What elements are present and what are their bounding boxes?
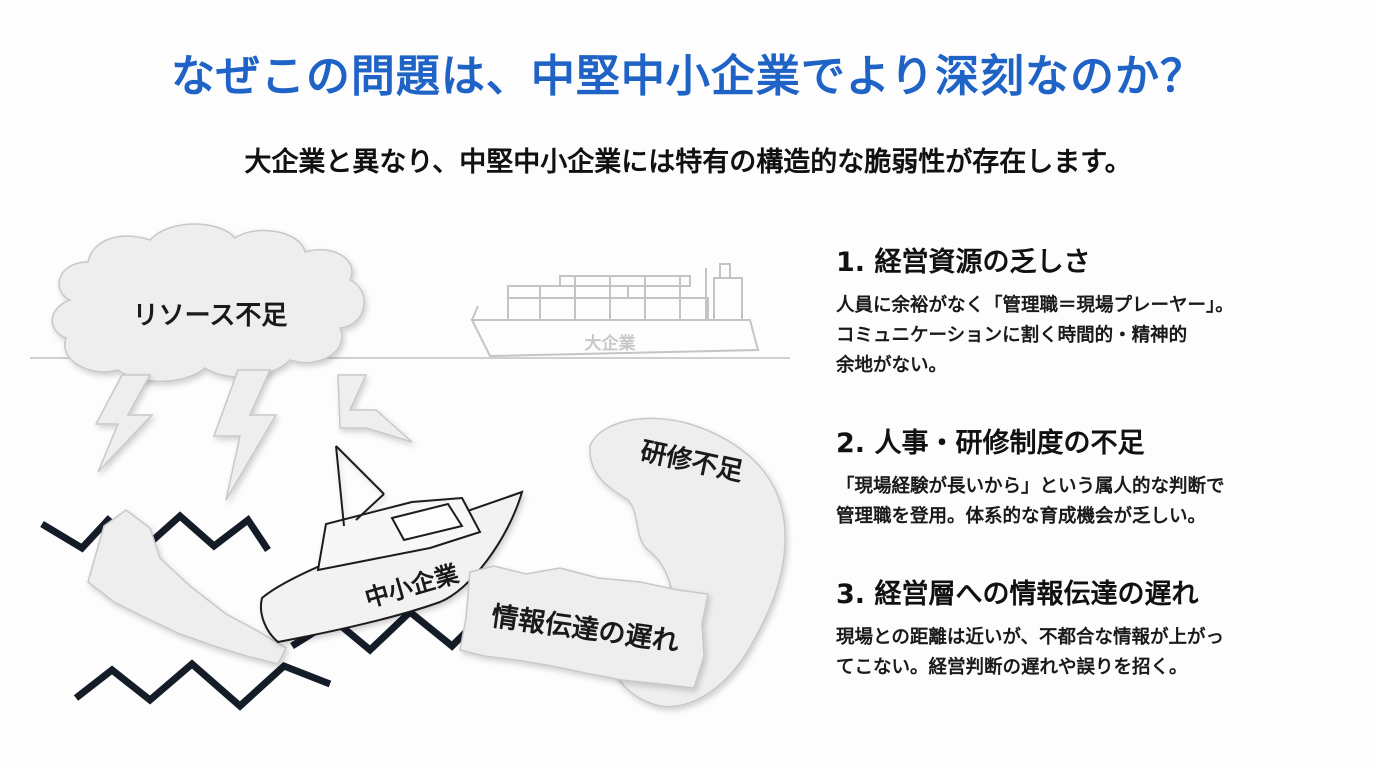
page-title: なぜこの問題は、中堅中小企業でより深刻なのか？ xyxy=(170,51,1206,102)
small-boat xyxy=(260,445,524,644)
large-ship-label: 大企業 xyxy=(585,333,636,354)
point-heading: 1. 経営資源の乏しさ xyxy=(836,247,1091,278)
point-body: 人員に余裕がなく「管理職＝現場プレーヤー」。 コミュニケーションに割く時間的・精… xyxy=(836,295,1234,376)
page-subtitle: 大企業と異なり、中堅中小企業には特有の構造的な脆弱性が存在します。 xyxy=(244,147,1132,178)
point-hr-training: 2. 人事・研修制度の不足 「現場経験が長いから」という属人的な判断で 管理職を… xyxy=(836,421,1356,532)
storm-cloud xyxy=(51,223,365,383)
large-ship xyxy=(470,263,760,358)
point-body: 「現場経験が長いから」という属人的な判断で 管理職を登用。体系的な育成機会が乏し… xyxy=(836,476,1225,527)
key-points: 1. 経営資源の乏しさ 人員に余裕がなく「管理職＝現場プレーヤー」。 コミュニケ… xyxy=(836,240,1356,723)
point-body: 現場との距離は近いが、不都合な情報が上がっ てこない。経営判断の遅れや誤りを招く… xyxy=(836,627,1224,678)
info-delay-note xyxy=(459,565,709,689)
lightning-bolts xyxy=(94,369,413,501)
storm-illustration: 大企業 リソース不足 研修不足 中小企業 情報伝達の遅れ xyxy=(30,223,790,711)
point-heading: 3. 経営層への情報伝達の遅れ xyxy=(836,579,1199,610)
cloud-label: リソース不足 xyxy=(133,301,288,331)
point-resources: 1. 経営資源の乏しさ 人員に余裕がなく「管理職＝現場プレーヤー」。 コミュニケ… xyxy=(836,240,1356,381)
torn-paper-scrap xyxy=(87,509,287,665)
point-heading: 2. 人事・研修制度の不足 xyxy=(836,428,1145,459)
point-info-delay: 3. 経営層への情報伝達の遅れ 現場との距離は近いが、不都合な情報が上がっ てこ… xyxy=(836,572,1356,683)
